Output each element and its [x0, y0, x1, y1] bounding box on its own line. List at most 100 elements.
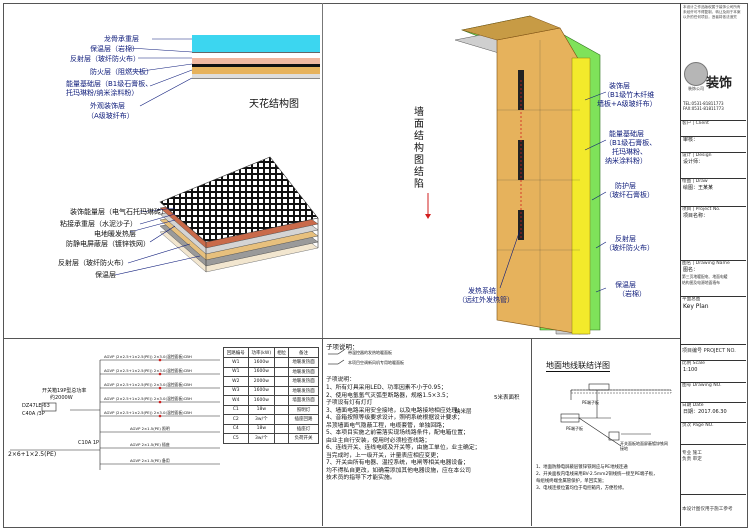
tb-row-value: 1:100: [683, 367, 698, 373]
circuit-row-desc: AGVP 2×1.5(PE) 照明: [130, 426, 170, 431]
wall-label: （岩棉）: [618, 290, 646, 298]
tb-field-caption: 客户 | Client: [682, 121, 709, 126]
load-table-cell: 插座回路: [288, 414, 319, 425]
legend-item: 带温控器的发热地暖面板: [348, 350, 392, 355]
company-logo: 装饰 装饰公司: [684, 62, 742, 94]
circuit-row-desc: AGVP 2×1.5(PE) 插座: [130, 442, 170, 447]
inline-note: 5米表面积: [494, 395, 520, 401]
note-line: 5、本项目实施之前需落实现场线路条件，配电箱位置；: [326, 430, 469, 436]
load-table-cell: W2: [223, 376, 249, 387]
panel-label: 装饰能量层（电气石托玛琳砖）: [70, 208, 168, 216]
phone-line: TEL:0531-81811773: [683, 101, 724, 106]
ceiling-title: 天花结构图: [249, 99, 299, 110]
floor-label: PE端子板: [566, 426, 583, 431]
wall-label: 托玛琳粉、: [612, 148, 647, 156]
load-table-cell: 3w/个: [247, 433, 276, 444]
floor-note: 每组线终端金属管保护，单回实施；: [536, 479, 607, 484]
tb-field-caption: 绘图 | Draw: [682, 179, 708, 184]
wall-label: 纳米涂料粉）: [605, 157, 647, 165]
circuit-label: DZ47LE-63: [22, 403, 50, 409]
copyright-line: 本设计之作品版权属于装饰公司所有: [683, 5, 741, 9]
tb-row-caption: 日期 Date: [682, 403, 704, 408]
black-layer: [192, 64, 320, 67]
wall-label: 能量基础层: [609, 130, 644, 138]
note-line: 3、墙面电路采用安全接地，以及电路接地相应处理；: [326, 407, 464, 414]
section-divider: [322, 338, 323, 526]
circuit-row-desc: AGVP (2×2.5+1×2.5(PE)) 2×3.0(温控面板)CBH: [104, 396, 192, 401]
load-table-cell: 照明灯: [288, 404, 319, 415]
section-divider: [322, 3, 323, 338]
note-line: 均不得私自更改，如确需添加其他电器设施，应在本公司: [326, 467, 471, 474]
load-table-cell: 插座灯: [288, 423, 319, 434]
floor-notes: 1、地面防静电屏蔽层镀锌铁网应与PE地线连通 2、开关面板内电线采用BV-2.5…: [536, 464, 658, 492]
tb-row: 日期 Date 日期：2017.06.30: [680, 402, 746, 423]
tb-row-caption: 项目编号 PROJECT NO.: [682, 348, 736, 354]
load-table-cell: W1: [223, 357, 249, 368]
sheet-border: [3, 3, 748, 528]
tb-row-caption: 图号 Drawing NO.: [682, 383, 722, 388]
note-line: 1、所有灯具采用LED、功率因素不小于0.95；: [326, 385, 447, 391]
floor-title: 地面地线联结详图: [546, 361, 610, 372]
load-table-cell: 1600w: [247, 385, 276, 396]
tb-row-caption: 比例 Scale: [682, 361, 706, 366]
tb-field-value: 审核：: [683, 137, 699, 143]
circuit-label: 开关箱19P型总功率: [42, 388, 87, 394]
wall-label: 发热系统: [468, 287, 496, 295]
tb-row-caption: 页次 Page NO.: [682, 423, 714, 428]
wall-title-char: 结: [414, 167, 424, 178]
load-table-cell: C4: [223, 423, 249, 434]
load-table-cell: 18w: [247, 404, 276, 415]
logo-text: 装饰: [706, 76, 733, 91]
load-table-cell: 负荷开关: [288, 433, 319, 444]
wood-layer: [192, 67, 320, 74]
note-line: 4、音箱按照等级要求设计，照明系统根据设计要求；: [326, 415, 464, 421]
tb-row-value: 日期：2017.06.30: [683, 409, 727, 415]
floor-grounding-diagram: [560, 383, 672, 447]
ceiling-label: 保温层（岩棉）: [90, 45, 139, 53]
wall-label: 装饰层: [609, 82, 630, 90]
circuit-row-desc: AGVP (2×2.5+1×2.5(PE)) 2×3.0(温控面板)CBH: [104, 368, 192, 373]
wall-title-char: 图: [414, 155, 424, 166]
wall-title: 墙 面 结 构 图 结 陷: [413, 107, 425, 191]
tb-field-value: 设计师：: [683, 159, 704, 165]
circuit-label: C10A 1P: [78, 440, 100, 446]
load-table-cell: C1: [223, 404, 249, 415]
load-table-cell: 18w: [247, 423, 276, 434]
tb-footer: 本设计图仅用于施工参考: [680, 494, 746, 527]
tb-field-extra: 第三页地暖配电、地面电暖: [682, 274, 728, 279]
wall-label: （玻纤防火布）: [605, 244, 654, 252]
ceiling-label: 托玛琳粉/纳米涂料粉）: [66, 89, 139, 97]
ceiling-label: （A级玻纤布）: [87, 112, 134, 120]
load-table-cell: 3w/个: [247, 414, 276, 425]
section-divider: [3, 338, 680, 339]
copyright-line: 未经许可不得复制、转让及用于本案: [683, 10, 741, 14]
panel-label: 防静电屏蔽层（镀锌铁网）: [66, 240, 150, 248]
inline-note: 纳米层: [455, 409, 472, 415]
logo-sub: 装饰公司: [688, 86, 704, 91]
load-table-cell: [274, 357, 290, 368]
load-table-cell: [274, 414, 290, 425]
circuit-diagram: [10, 358, 220, 470]
legend-item: 本项目空调新风机专用地暖面板: [348, 360, 404, 365]
wall-title-char: 墙: [414, 107, 424, 118]
wall-label: （B1级竹木纤维: [603, 91, 655, 99]
tb-field-value: 绘图：王某某: [683, 185, 714, 191]
circuit-row-desc: AGVP (2×2.5+1×2.5(PE)) 2×3.0(温控面板)CBH: [104, 354, 192, 359]
company-phones: TEL:0531-81811773 FAX:0531-81811773: [683, 101, 724, 111]
ceiling-strip: [192, 35, 320, 81]
load-table-cell: 2000w: [247, 376, 276, 387]
tb-field: 客户 | Client: [680, 120, 746, 137]
stamp-line: 负责 审定: [682, 457, 702, 462]
tb-row: 比例 Scale 1:100: [680, 360, 746, 383]
note-line: 7、开关由所有电器、温控系统，电闸等相关电器设备；: [326, 460, 469, 466]
tb-field-caption: 平面总图: [682, 297, 701, 302]
legend-title: 子项说明：: [326, 343, 359, 351]
wall-label: 反射层: [615, 235, 636, 243]
load-table-cell: W4: [223, 395, 249, 406]
